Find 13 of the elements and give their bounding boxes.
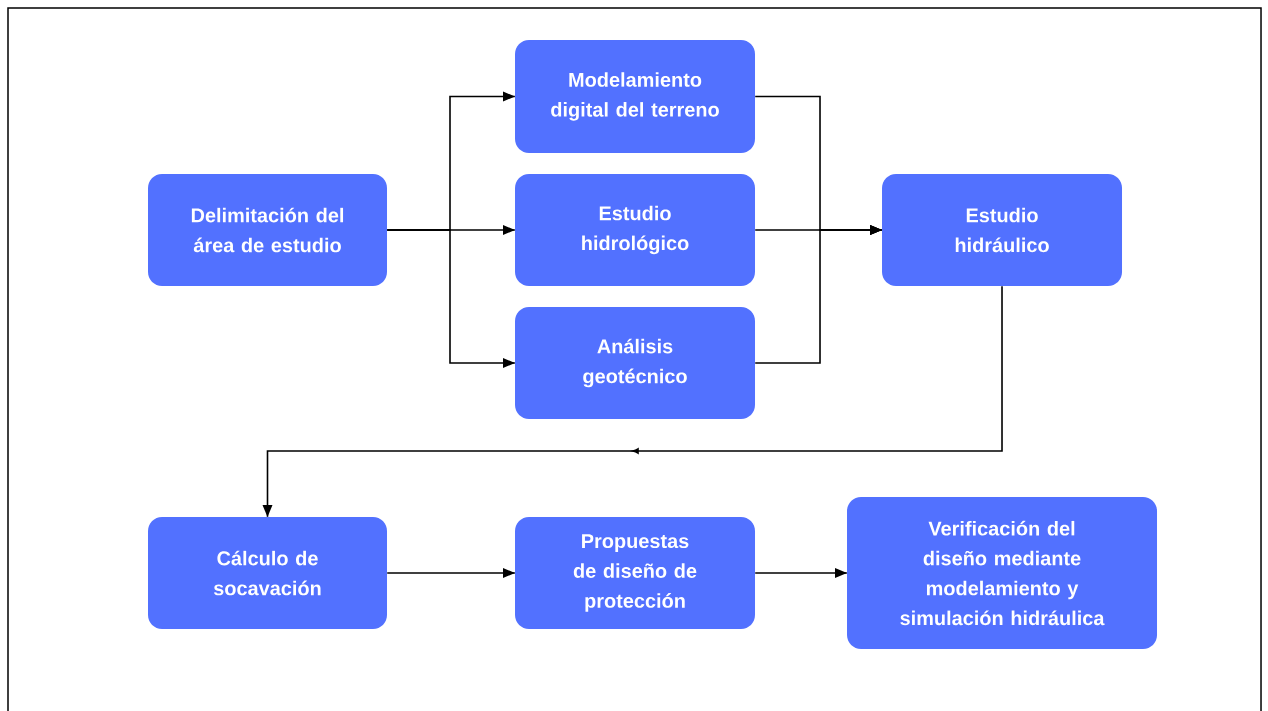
arrow	[262, 285, 1003, 518]
arrow	[754, 225, 883, 364]
process-box: Estudio hidrológico	[515, 174, 755, 286]
process-box: Análisis geotécnico	[515, 307, 755, 419]
process-box: Delimitación del área de estudio	[148, 174, 387, 286]
process-box: Propuestas de diseño de protección	[515, 517, 755, 629]
process-box: Estudio hidráulico	[882, 174, 1122, 286]
process-box: Modelamiento digital del terreno	[515, 40, 755, 153]
arrow	[754, 568, 848, 578]
arrow	[386, 229, 516, 368]
process-box: Cálculo de socavación	[148, 517, 387, 629]
arrow	[386, 568, 516, 578]
process-box: Verificación del diseño mediante modelamiento y simulación hidráulica	[847, 497, 1157, 649]
